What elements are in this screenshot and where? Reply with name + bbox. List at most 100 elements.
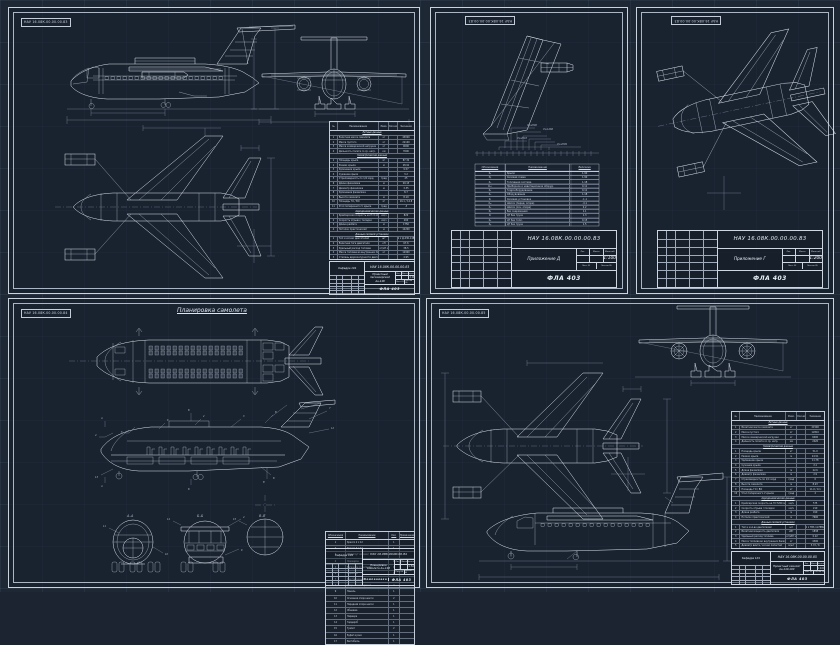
table-cell: Стрингер: [346, 570, 389, 577]
sheet-1-lit-label: Лит.: [396, 272, 403, 275]
sheet-2-lit-value: [577, 255, 590, 263]
drawing-sheet-5[interactable]: НАУ 16.08К.00.00.00.85: [426, 298, 834, 588]
table-row[interactable]: X₍ₙ₎Приборное и навигационное оборуд.0.1…: [475, 184, 599, 189]
drawing-sheet-1[interactable]: НАУ 16.08К.00.00.00.83: [8, 7, 420, 295]
spec-cell: 1: [732, 449, 741, 454]
spec-cell: Длина фюзеляжа: [338, 181, 380, 186]
spec-cell: [379, 172, 390, 177]
sheet-3-title-block[interactable]: НАУ 16.08К.00.00.00.83 Приложение Г Лит.…: [657, 230, 823, 288]
table-cell: 7: [326, 577, 346, 583]
drawing-sheet-4[interactable]: НАУ 16.08К.00.00.00.84 Планировка самоле…: [8, 298, 420, 645]
table-cell: X₍ₙ₎: [475, 184, 506, 188]
svg-text:9: 9: [241, 549, 243, 552]
sheet-5-title-block[interactable]: Кафедра 104 НАУ 16.08К.00.00.00.85 Проек…: [731, 551, 825, 585]
spec-section-row: Геометрические данные: [330, 154, 414, 159]
sheet-1-title-block[interactable]: Кафедра 104 НАУ 16.08К.00.00.00.83 Проек…: [329, 261, 415, 295]
sheet-4-header-label: НАУ 16.08К.00.00.00.84: [21, 309, 71, 318]
drawing-sheet-2[interactable]: НАУ 16.08К.00.00.00.83: [430, 7, 628, 294]
sheet-2-centering-diagram: X\u2090 X\u1d66 X\u2093 X\u2099: [475, 124, 599, 156]
spec-cell: [389, 190, 398, 195]
spec-cell: [389, 140, 398, 144]
sheet-3-scale-label: Масштаб: [810, 250, 821, 253]
table-cell: Нервюра: [346, 614, 389, 620]
spec-cell: [786, 458, 798, 463]
spec-cell: 4: [330, 250, 338, 255]
spec-cell: град: [786, 477, 798, 482]
sheet-4-title-block[interactable]: Кафедра 104 НАУ 16.08К.00.00.00.84 Плани…: [325, 548, 415, 586]
spec-cell: м²: [379, 200, 390, 204]
spec-cell: 9: [732, 487, 741, 492]
drawing-sheet-3[interactable]: НАУ 16.08К.00.00.00.83: [636, 7, 836, 294]
sheet-2-title-block[interactable]: НАУ 16.08К.00.00.00.83 Приложение Д Лит.…: [451, 230, 617, 288]
sheet-3-crosshair: [707, 176, 741, 210]
spec-cell: 29.13: [402, 182, 410, 185]
spec-cell: Длина разбега: [740, 510, 787, 515]
